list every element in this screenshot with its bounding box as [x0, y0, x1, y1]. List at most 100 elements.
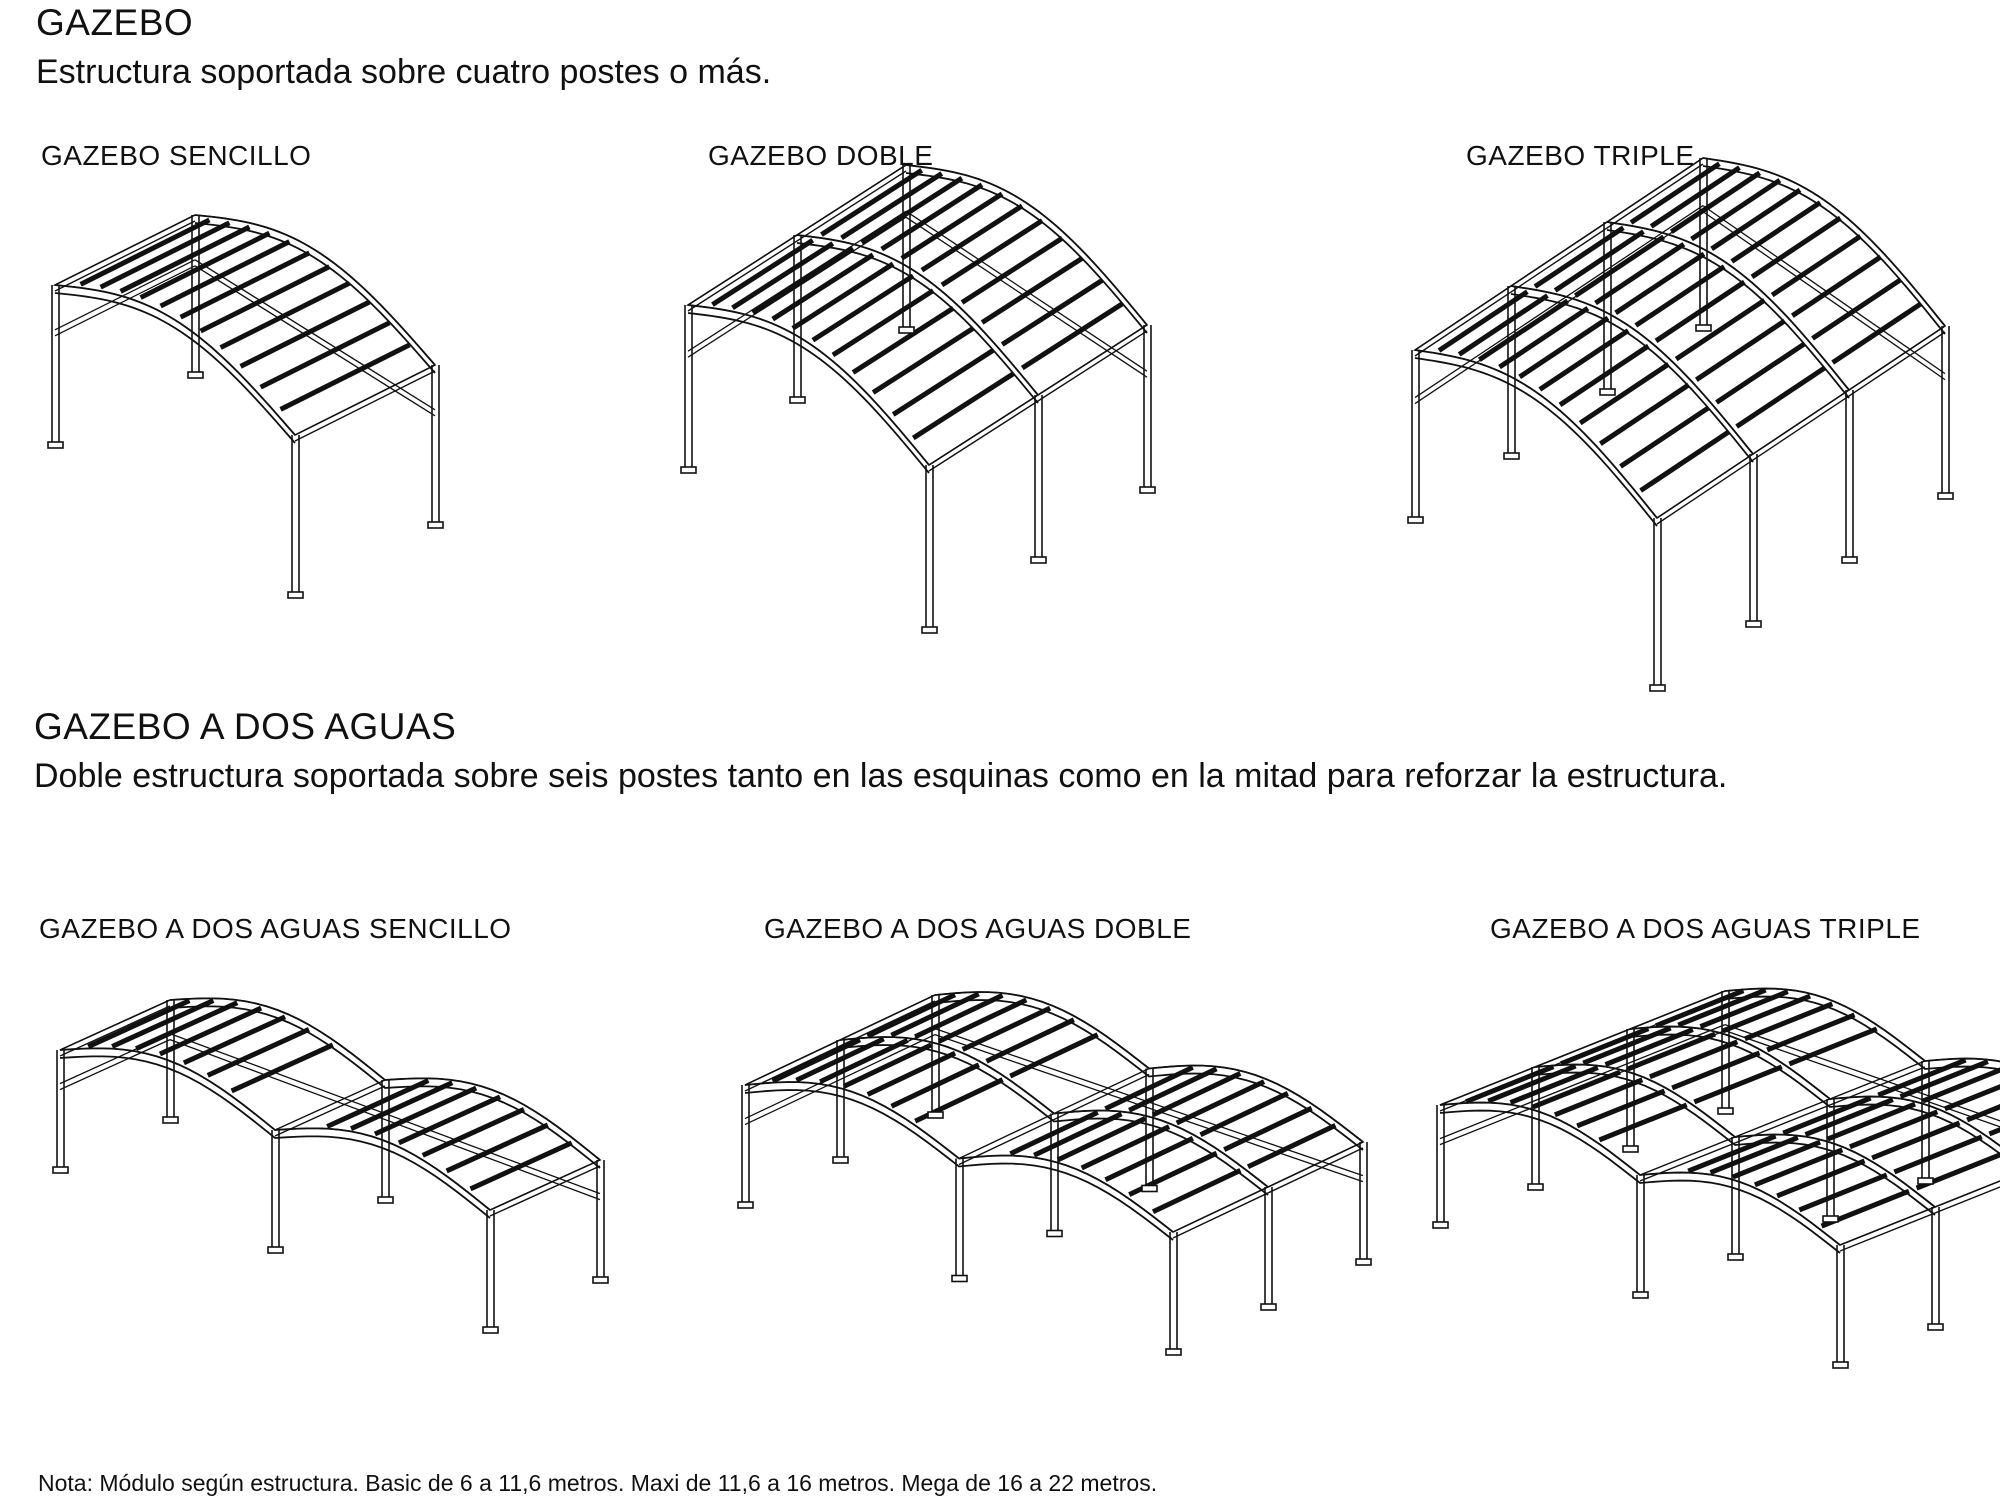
roof-slat — [911, 371, 1015, 441]
beam — [54, 220, 196, 292]
post-base — [1527, 1183, 1544, 1191]
roof-slat — [230, 1042, 334, 1094]
beam — [274, 1079, 386, 1131]
roof-slat — [1246, 1123, 1337, 1170]
roof-slat — [421, 1107, 525, 1158]
drawing-gazebo-doble — [680, 164, 1156, 634]
roof-slat — [860, 175, 964, 245]
rail — [1439, 1023, 1726, 1140]
roof-slat — [1671, 1050, 1761, 1091]
roof-slat — [1743, 1001, 1834, 1042]
roof-arch — [934, 991, 1364, 1143]
roof-slat — [259, 320, 391, 390]
roof-slat — [79, 217, 211, 287]
roof-slat — [1826, 1101, 1917, 1142]
roof-slat — [1223, 1105, 1313, 1152]
beam — [274, 1085, 386, 1137]
post-base — [1141, 1184, 1158, 1193]
roof-slat — [1080, 1124, 1171, 1171]
roof-arch — [687, 304, 930, 466]
rail — [194, 259, 436, 411]
roof-arch — [1724, 987, 2000, 1063]
roof-slat — [1669, 170, 1762, 234]
roof-slat — [179, 250, 311, 320]
roof-slat — [1721, 993, 1812, 1034]
beam — [928, 330, 1148, 472]
roof-arch — [1702, 157, 1946, 327]
roof-slat — [1009, 1032, 1099, 1079]
post-base — [1937, 492, 1954, 500]
roof-slat — [791, 261, 895, 331]
roof-arch — [1534, 1063, 1936, 1208]
beam — [1656, 325, 1946, 519]
roof-arch — [1702, 165, 1946, 335]
post-base — [1407, 516, 1424, 524]
post-base — [1695, 324, 1712, 332]
roof-slat — [771, 252, 875, 322]
beam — [1439, 996, 1726, 1112]
post-base — [832, 1156, 849, 1164]
rail — [934, 1033, 1364, 1183]
beam — [687, 170, 907, 312]
section-title-gazebo-dos-aguas: GAZEBO A DOS AGUAS — [34, 706, 457, 747]
roof-slat — [1033, 1111, 1123, 1158]
post-base — [1432, 1221, 1449, 1229]
roof-slat — [1598, 382, 1691, 446]
roof-slat — [751, 245, 855, 315]
beam — [958, 1073, 1150, 1166]
roof-slat — [1477, 298, 1570, 362]
label-dos-aguas-triple: GAZEBO A DOS AGUAS TRIPLE — [1490, 913, 1921, 944]
post-base — [789, 396, 806, 404]
roof-slat — [1730, 200, 1822, 264]
roof-slat — [1731, 1139, 1822, 1180]
roof-arch — [59, 1055, 491, 1219]
roof-slat — [1634, 264, 1726, 328]
drawing-dos-aguas-triple — [1432, 987, 2000, 1369]
roof-arch — [1414, 357, 1658, 527]
drawing-gazebo-sencillo — [47, 214, 444, 599]
roof-slat — [159, 239, 291, 309]
rail — [169, 1038, 601, 1201]
roof-slat — [900, 191, 1004, 261]
roof-arch — [796, 234, 1039, 396]
roof-slat — [980, 255, 1084, 325]
post-base — [1632, 1291, 1649, 1299]
roof-slat — [940, 218, 1044, 288]
roof-slat — [111, 998, 215, 1049]
roof-arch — [194, 214, 436, 366]
roof-arch — [839, 1044, 1269, 1196]
rail — [54, 259, 196, 331]
roof-slat — [1104, 1136, 1194, 1182]
post-base — [1260, 1303, 1277, 1311]
beam — [59, 999, 171, 1051]
roof-slat — [1614, 251, 1706, 315]
roof-arch — [1629, 1025, 2000, 1147]
roof-slat — [1649, 165, 1741, 229]
post-base — [1139, 486, 1156, 494]
beam — [489, 1165, 601, 1217]
drawing-dos-aguas-sencillo — [52, 997, 609, 1334]
roof-slat — [445, 1122, 549, 1174]
roof-slat — [1457, 293, 1549, 357]
roof-arch — [1439, 1109, 1841, 1254]
roof-slat — [1770, 234, 1862, 298]
roof-slat — [182, 1014, 287, 1066]
roof-slat — [1639, 429, 1731, 493]
section-description-gazebo-dos-aguas: Doble estructura soportada sobre seis po… — [34, 757, 1728, 795]
roof-slat — [1598, 1102, 1688, 1143]
roof-slat — [871, 325, 975, 395]
post-base — [287, 591, 304, 599]
post-base — [927, 1111, 944, 1119]
roof-slat — [731, 241, 835, 310]
roof-arch — [1510, 285, 1754, 455]
post-base — [377, 1196, 394, 1204]
beam — [54, 214, 196, 286]
roof-arch — [1534, 1071, 1936, 1216]
rail — [934, 1027, 1364, 1177]
rail — [744, 1028, 936, 1120]
roof-slat — [1151, 1168, 1242, 1215]
post-base — [1917, 1177, 1934, 1185]
roof-slat — [891, 348, 995, 417]
rail — [744, 1034, 936, 1126]
roof-slat — [866, 1050, 957, 1097]
